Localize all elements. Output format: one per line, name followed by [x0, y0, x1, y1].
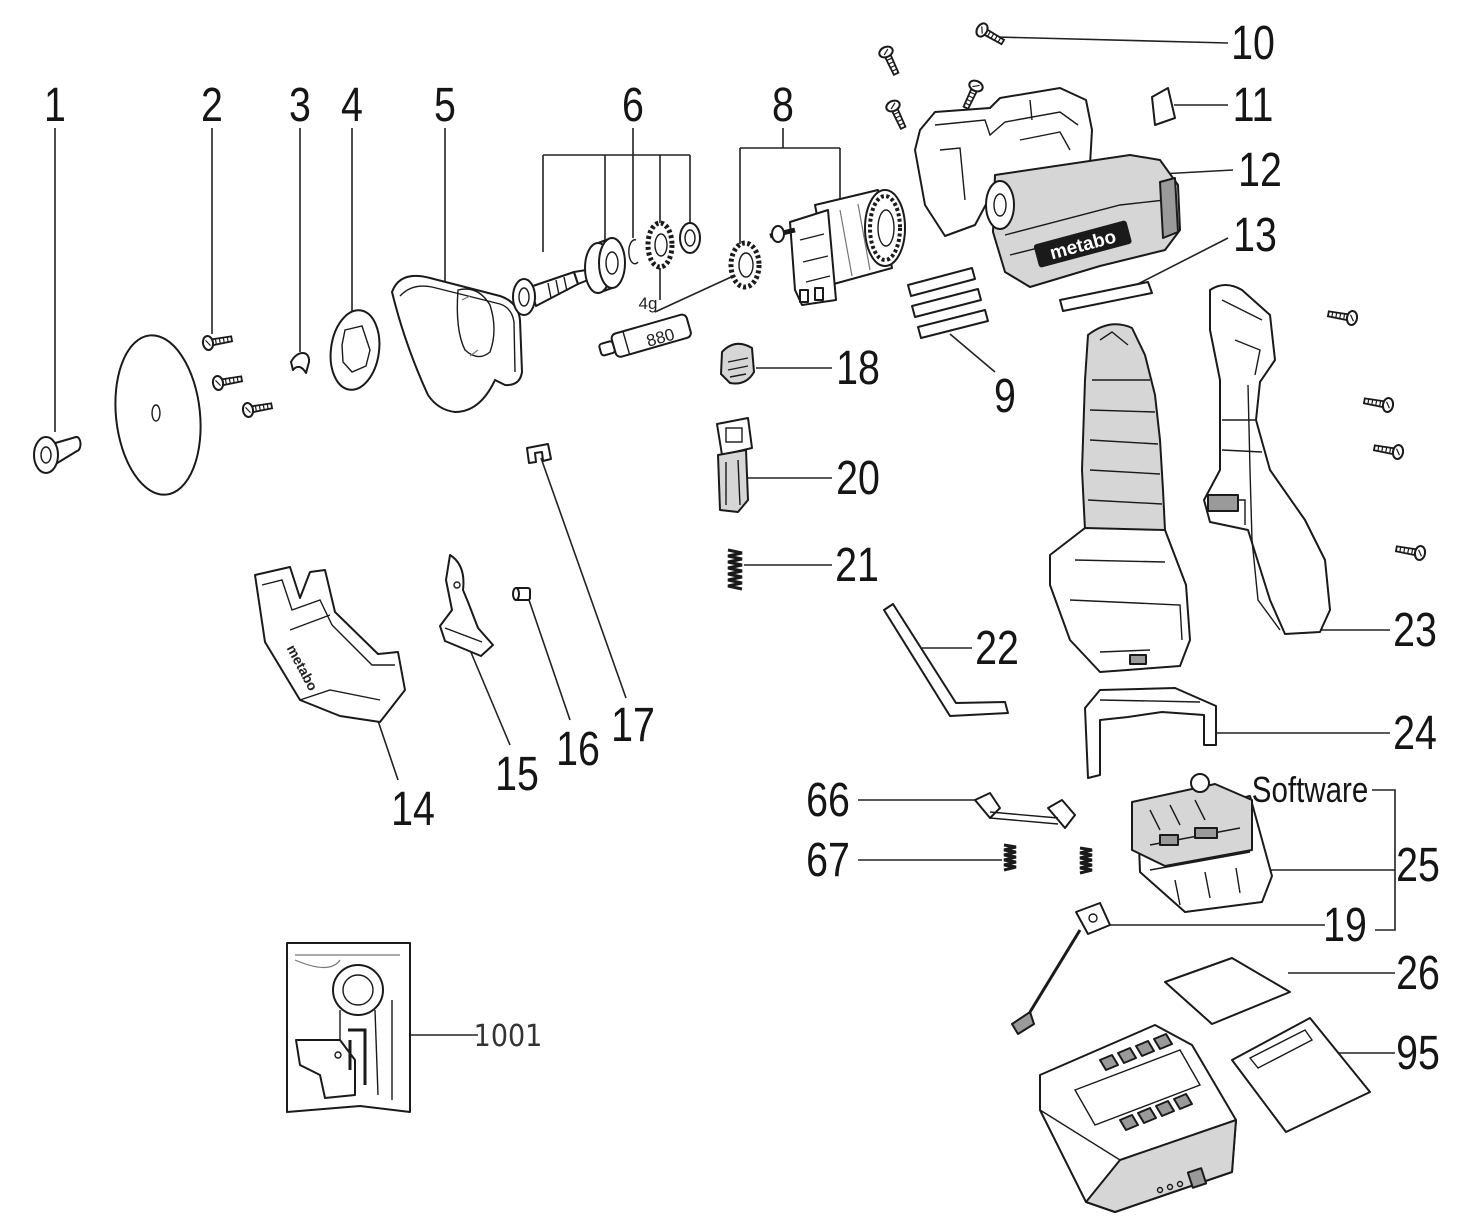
needle-bearing	[679, 222, 701, 254]
snap-ring	[628, 239, 639, 265]
callout-9: 9	[994, 369, 1016, 423]
battery-pack	[1039, 1024, 1237, 1213]
callout-4: 4	[341, 78, 363, 132]
part-2-screw-a	[200, 330, 234, 352]
leader-line-17	[540, 457, 627, 699]
callout-10: 10	[1231, 16, 1275, 70]
callout-95: 95	[1396, 1026, 1440, 1080]
part-1-flange-nut	[33, 435, 82, 474]
leader-line-10	[996, 36, 1229, 44]
part-24-bracket	[1084, 687, 1217, 779]
callout-14: 14	[391, 782, 435, 836]
part-23-handle-shell-right	[1203, 284, 1331, 635]
grease-quantity-label: 4g	[639, 294, 658, 313]
part-67-springs	[1003, 843, 1093, 875]
callout-13: 13	[1233, 208, 1277, 262]
part-14-lower-guard: metabo	[254, 566, 406, 723]
bearing	[584, 237, 626, 294]
housing-screw-a	[876, 43, 904, 78]
callout-21: 21	[835, 538, 879, 592]
housing-screw-c	[883, 97, 911, 132]
part-12-gear-housing: metabo	[914, 87, 1181, 288]
cutting-disc	[114, 334, 202, 496]
callout-19: 19	[1323, 898, 1367, 952]
callout-22: 22	[975, 621, 1019, 675]
spindle	[512, 269, 589, 316]
callout-24: 24	[1393, 706, 1437, 760]
part-1001-wiring-inset	[286, 942, 411, 1113]
leader-line-grease	[654, 268, 743, 313]
callout-16: 16	[556, 722, 600, 776]
callout-25: 25	[1396, 838, 1440, 892]
part-2-screw-b	[210, 370, 244, 392]
handle-shell-left	[1049, 323, 1191, 673]
part-20-switch-slider	[716, 417, 753, 513]
callout-23: 23	[1393, 603, 1437, 657]
part-25-electronics-module	[1131, 773, 1273, 913]
part-22-hex-key	[883, 603, 1009, 717]
part-5-wheel-guard	[391, 274, 523, 413]
pinion-gear	[728, 240, 762, 290]
part-10-screw	[973, 20, 1008, 50]
callout-2: 2	[201, 78, 223, 132]
callout-labels: 1 2 3 4 5 6 8 10 11 12 13 9 18 20 21 22 …	[44, 16, 1440, 1080]
callout-1: 1	[44, 78, 66, 132]
part-6-spindle-assembly	[512, 220, 701, 316]
part-9-foam-strips	[907, 267, 989, 339]
callout-6: 6	[622, 78, 644, 132]
software-label: Software	[1252, 769, 1368, 809]
part-2-screw-c	[240, 397, 274, 419]
part-95-battery-cover	[1231, 1017, 1371, 1133]
part-17-spring-clip	[526, 443, 552, 464]
motor	[769, 189, 906, 306]
leader-line-15	[469, 649, 511, 746]
part-4-flange-plate	[329, 309, 381, 391]
handle-screw-d	[1394, 540, 1428, 562]
callout-67: 67	[806, 833, 850, 887]
part-18-button	[720, 342, 755, 385]
housing-screw-b	[958, 77, 986, 112]
leader-line-6	[542, 128, 691, 252]
part-21-spring	[727, 548, 743, 591]
callout-5: 5	[434, 78, 456, 132]
callout-15: 15	[495, 747, 539, 801]
callout-17: 17	[611, 698, 655, 752]
leader-line-software-bracket	[1372, 789, 1396, 931]
callout-20: 20	[836, 451, 880, 505]
handle-screw-a	[1326, 305, 1360, 327]
part-66-release-lever	[974, 792, 1076, 829]
part-15-locking-lever	[439, 554, 494, 657]
callout-26: 26	[1396, 946, 1440, 1000]
callout-1001: 1001	[474, 1019, 543, 1054]
part-3-clip	[290, 352, 311, 374]
drive-gear	[645, 220, 675, 270]
callout-66: 66	[806, 773, 850, 827]
part-26-label	[1164, 957, 1291, 1025]
callout-8: 8	[772, 78, 794, 132]
handle-screw-b	[1362, 392, 1396, 414]
leader-line-9	[949, 333, 996, 373]
callout-3: 3	[289, 78, 311, 132]
callout-18: 18	[836, 341, 880, 395]
part-11-label	[1151, 87, 1176, 126]
leader-line-8	[739, 128, 841, 244]
part-16-pin	[512, 587, 531, 601]
part-19-sensor-wire	[1011, 902, 1111, 1035]
part-8-motor-assembly	[728, 189, 906, 306]
leader-line-13	[1129, 237, 1229, 289]
grease-tube: 880 4g	[598, 294, 692, 358]
callout-12: 12	[1238, 143, 1282, 197]
callout-11: 11	[1233, 78, 1274, 132]
leader-line-16	[528, 599, 571, 721]
leader-line-12	[1159, 169, 1234, 175]
part-13-label-strip	[1059, 281, 1153, 312]
handle-screw-c	[1372, 439, 1406, 461]
